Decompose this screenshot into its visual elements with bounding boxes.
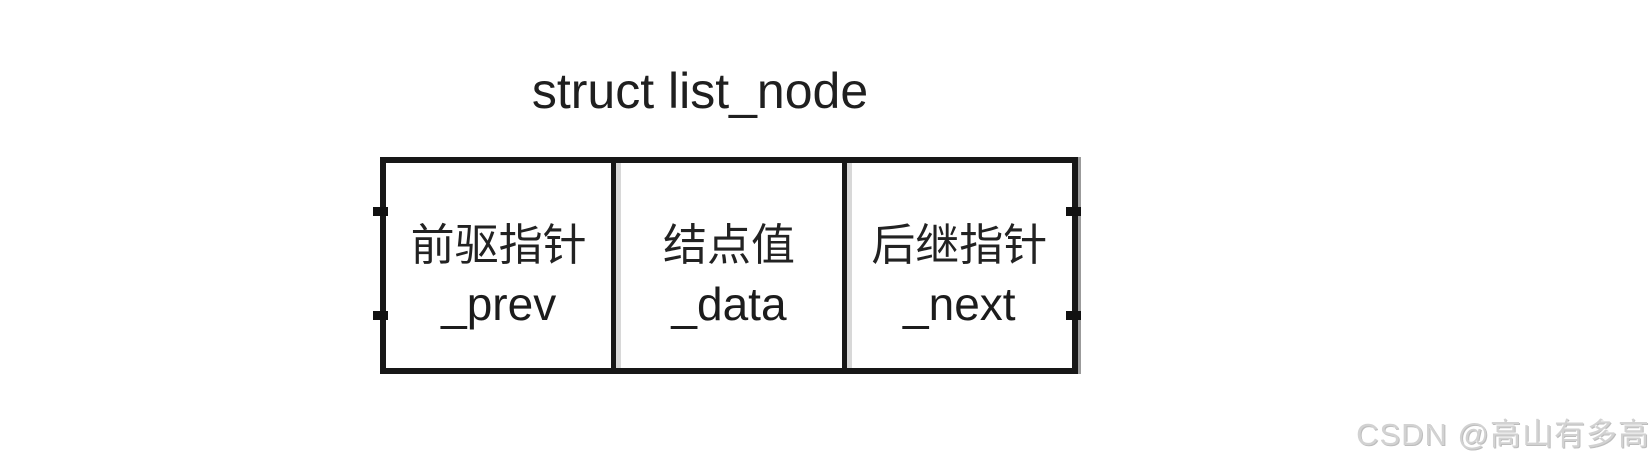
anchor-tick-right-top [1066,207,1081,216]
cell-next-label-cn: 后继指针 [871,220,1048,270]
cell-next: 后继指针 _next [841,163,1072,368]
list-node-box: 前驱指针 _prev 结点值 _data 后继指针 _next [380,157,1078,374]
anchor-tick-left-bottom [373,311,388,320]
cell-prev-label-code: _prev [441,277,557,330]
cell-data: 结点值 _data [611,163,842,368]
cell-prev-label-cn: 前驱指针 [410,220,587,270]
cell-next-label-code: _next [903,277,1016,330]
diagram-title: struct list_node [531,63,869,119]
anchor-tick-left-top [373,207,388,216]
anchor-tick-right-bottom [1066,311,1081,320]
cell-prev: 前驱指针 _prev [386,163,612,368]
csdn-watermark: CSDN @高山有多高 [1356,417,1650,452]
cell-data-label-cn: 结点值 [662,220,795,270]
cell-data-label-code: _data [671,277,787,330]
